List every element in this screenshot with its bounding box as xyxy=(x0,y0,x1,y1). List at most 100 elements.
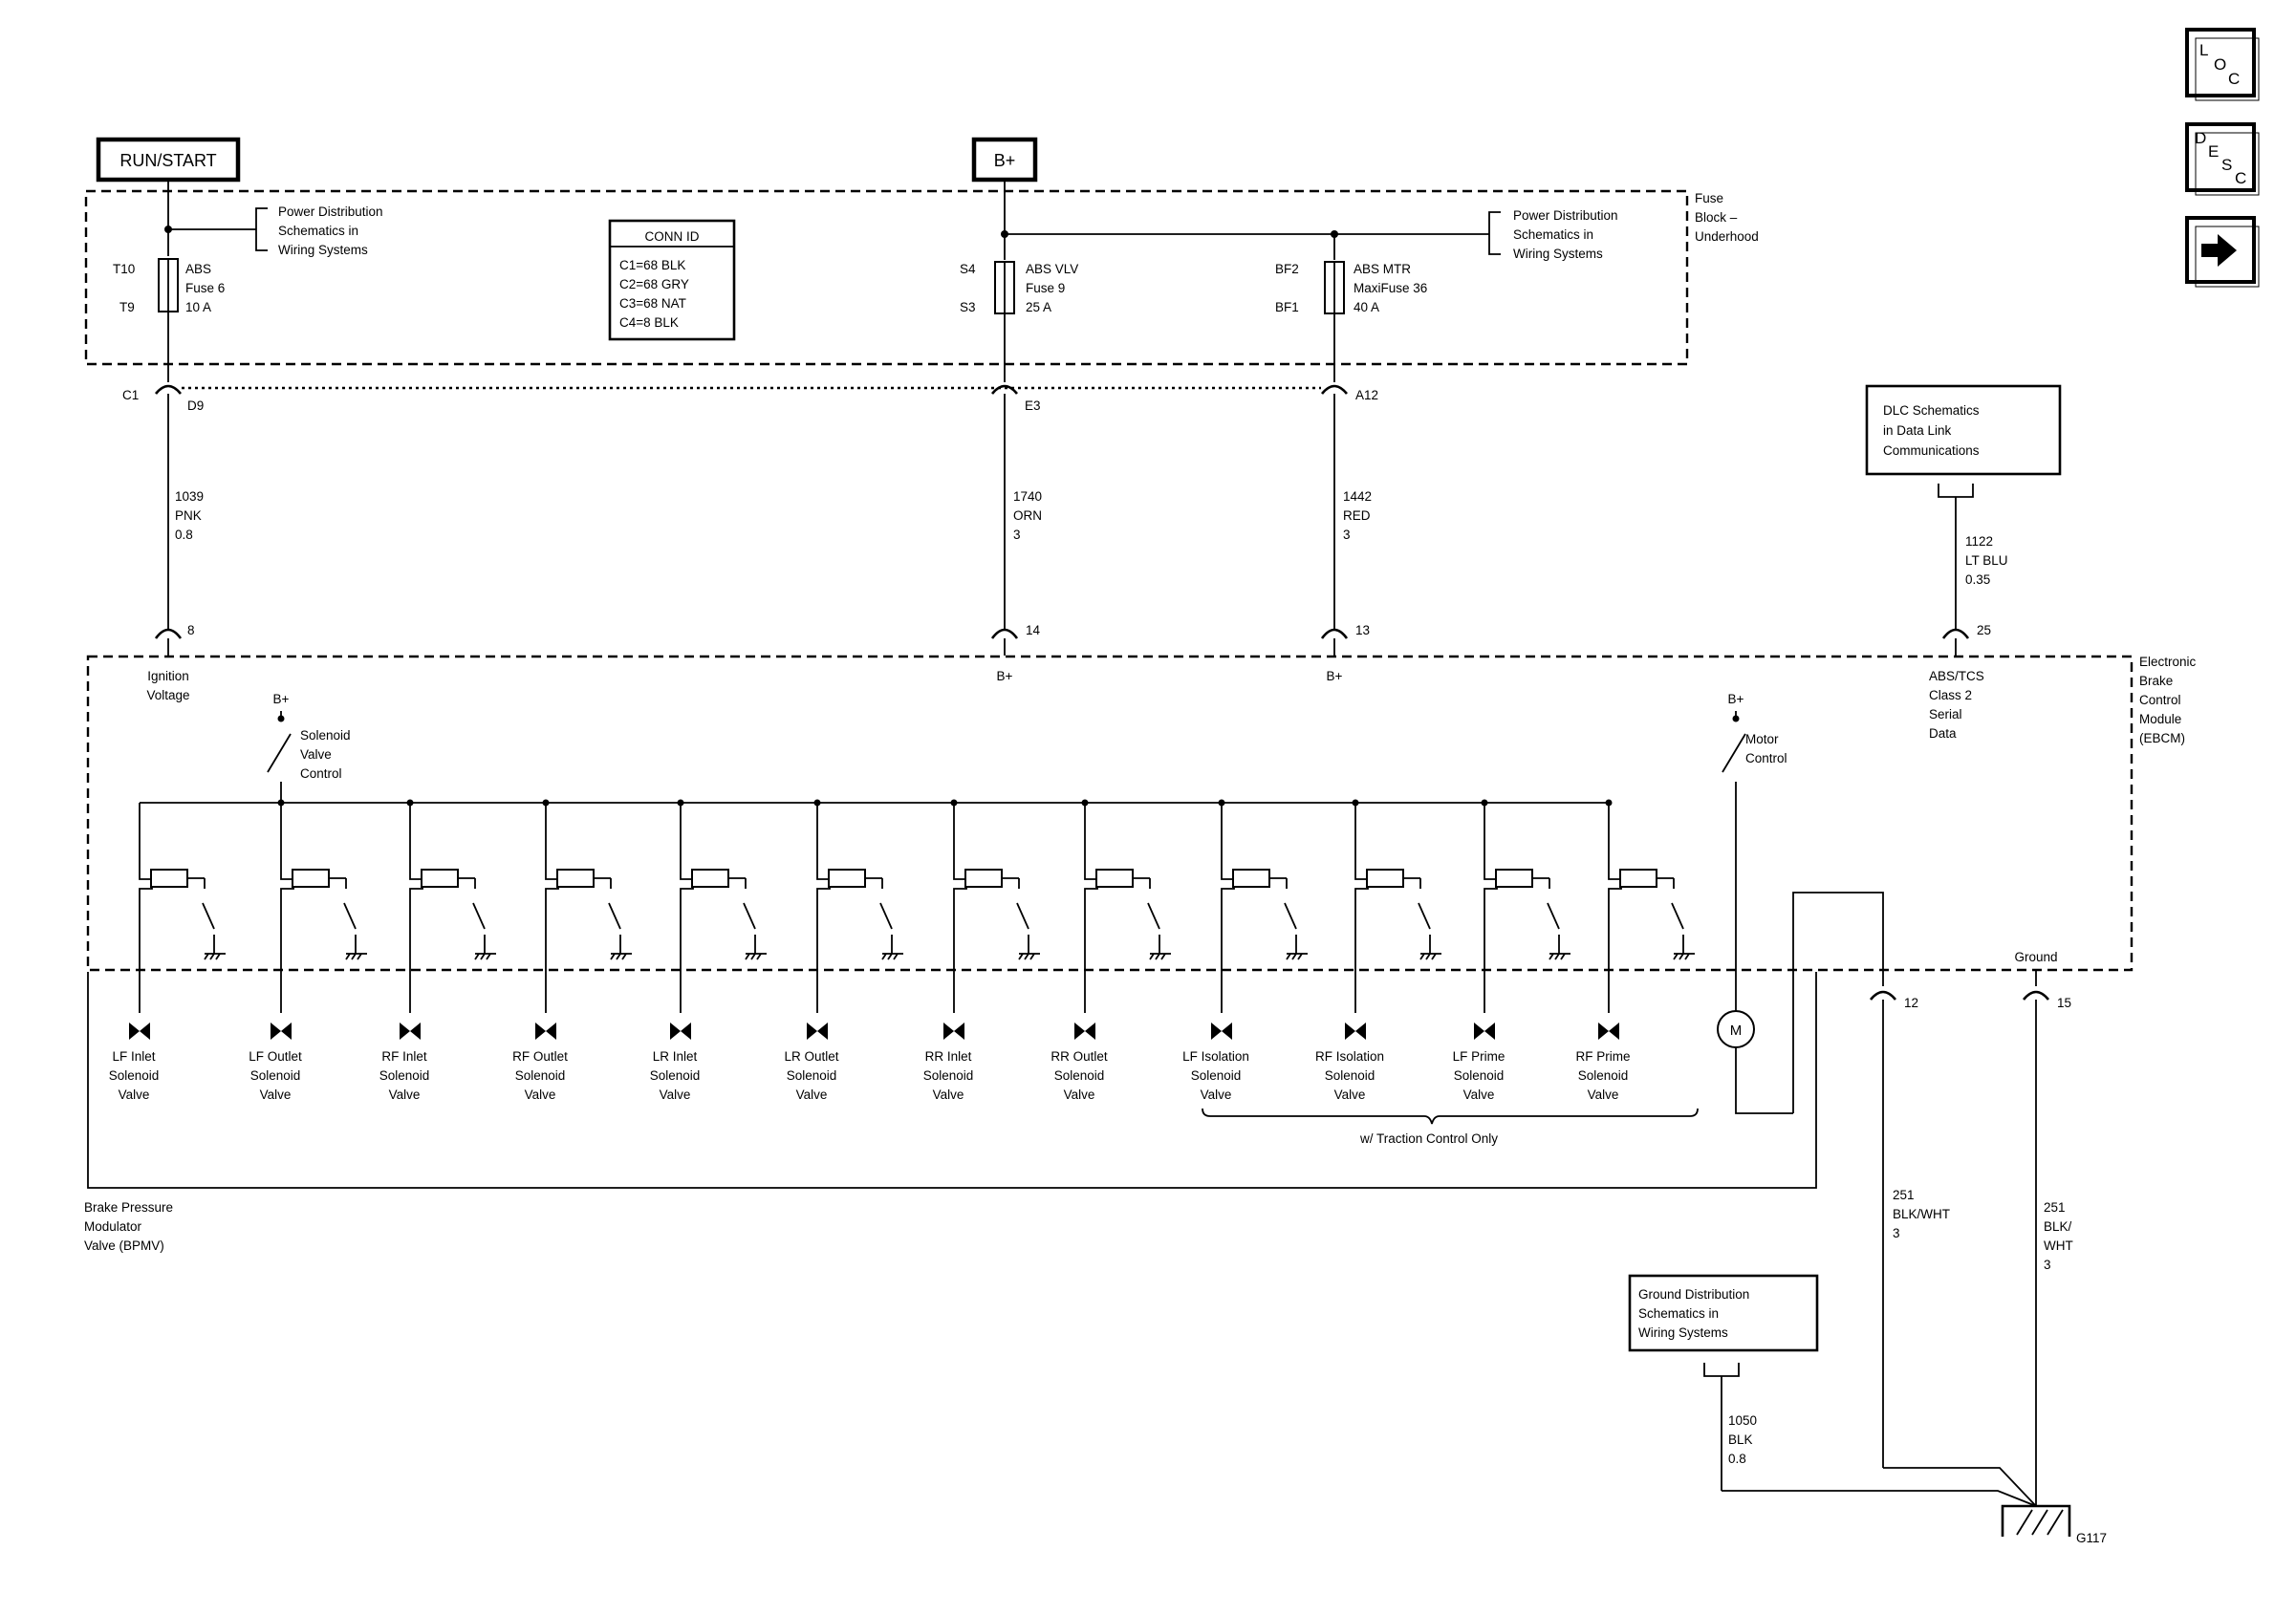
solenoid-driver xyxy=(1232,869,1270,888)
valve-label: LR Outlet xyxy=(784,1049,838,1064)
solenoid-valve-icon xyxy=(129,1023,150,1040)
ebcm-label-4: Module xyxy=(2139,712,2181,726)
valve-label: Valve xyxy=(525,1087,556,1102)
wire-1050-gauge: 0.8 xyxy=(1728,1452,1746,1466)
solenoid-driver xyxy=(292,869,330,888)
serial-data-4: Data xyxy=(1929,726,1957,741)
wire-251-a-color: BLK/WHT xyxy=(1893,1207,1950,1221)
pd-left-line-2: Schematics in xyxy=(278,224,358,238)
valve-label: Valve xyxy=(389,1087,421,1102)
fuse-abs-vlv-9: S4 S3 ABS VLV Fuse 9 25 A xyxy=(960,261,1078,314)
solenoid-driver xyxy=(556,869,595,888)
valve-label: Valve xyxy=(1334,1087,1366,1102)
fuse-abs-mtr-top: BF2 xyxy=(1275,262,1299,276)
solenoid-driver xyxy=(1095,869,1134,888)
conn-id-title: CONN ID xyxy=(645,229,700,244)
valve-label: Valve xyxy=(1064,1087,1095,1102)
valve-label: Solenoid xyxy=(1578,1068,1629,1083)
pin-13-label: 13 xyxy=(1355,623,1370,637)
dlc-line-3: Communications xyxy=(1883,443,1980,458)
pin-8-label: 8 xyxy=(187,623,195,637)
ebcm-ground-label: Ground xyxy=(2014,950,2057,964)
solenoid-valve-icon xyxy=(271,1023,292,1040)
valve-label: LF Isolation xyxy=(1182,1049,1249,1064)
solenoid-driver xyxy=(964,869,1003,888)
solenoid-valve-icon xyxy=(807,1023,828,1040)
connector-e3 xyxy=(990,384,1019,395)
driver-switch xyxy=(743,902,756,930)
pump-motor-letter: M xyxy=(1730,1023,1743,1039)
desc-letter-4: C xyxy=(2235,169,2246,187)
desc-button[interactable]: D E S C xyxy=(2185,122,2260,196)
connector-d9 xyxy=(154,384,183,395)
valve-label: Solenoid xyxy=(1325,1068,1375,1083)
connector-a12 xyxy=(1320,384,1349,395)
desc-letter-1: D xyxy=(2195,129,2206,147)
valve-label: LF Prime xyxy=(1453,1049,1505,1064)
pin-13-connector xyxy=(1320,628,1349,639)
valve-label: Valve xyxy=(1588,1087,1619,1102)
ground-box-line-3: Wiring Systems xyxy=(1638,1325,1728,1340)
fuse-abs-vlv-bottom: S3 xyxy=(960,300,976,314)
ebcm-label-5: (EBCM) xyxy=(2139,731,2185,745)
ground-g117-symbol: G117 xyxy=(2001,1504,2107,1545)
arrow-right-icon xyxy=(2201,234,2237,267)
connector-a12-label: A12 xyxy=(1355,388,1378,402)
wire-1039-color: PNK xyxy=(175,508,202,523)
driver-switch xyxy=(879,902,893,930)
valve-label: Solenoid xyxy=(923,1068,974,1083)
pin-14-connector xyxy=(990,628,1019,639)
loc-letter-2: O xyxy=(2214,55,2226,74)
valve-label: RF Outlet xyxy=(512,1049,568,1064)
pd-left-line-1: Power Distribution xyxy=(278,205,383,219)
solenoid-control-1: Solenoid xyxy=(300,728,351,743)
motor-control-switch xyxy=(1722,733,1746,773)
pd-right-line-2: Schematics in xyxy=(1513,227,1593,242)
solenoid-driver xyxy=(1495,869,1533,888)
pin-15-connector xyxy=(2022,990,2050,1001)
pin-14-label: 14 xyxy=(1026,623,1041,637)
solenoid-valve-icon xyxy=(400,1023,421,1040)
bplus-pin-14: B+ xyxy=(997,669,1013,683)
next-button[interactable] xyxy=(2185,216,2260,288)
traction-control-note: w/ Traction Control Only xyxy=(1359,1131,1498,1146)
wire-251-a-gauge: 3 xyxy=(1893,1226,1900,1240)
valve-label: Solenoid xyxy=(1454,1068,1505,1083)
solenoid-control-switch xyxy=(267,733,292,773)
solenoid-valve-icon xyxy=(1598,1023,1619,1040)
driver-switch xyxy=(1284,902,1297,930)
pin-15-label: 15 xyxy=(2057,996,2071,1010)
serial-data-3: Serial xyxy=(1929,707,1962,721)
fuse-block-label-1: Fuse xyxy=(1695,191,1723,205)
wire-1039-number: 1039 xyxy=(175,489,204,504)
ground-g117-label: G117 xyxy=(2076,1531,2107,1545)
pd-right-line-1: Power Distribution xyxy=(1513,208,1618,223)
fuse-abs-6-bottom: T9 xyxy=(119,300,135,314)
wire-251-b-color-1: BLK/ xyxy=(2044,1219,2072,1234)
connector-c1-label: C1 xyxy=(122,388,139,402)
wire-1039-gauge: 0.8 xyxy=(175,528,193,542)
serial-data-2: Class 2 xyxy=(1929,688,1972,702)
valve-label: Valve xyxy=(1201,1087,1232,1102)
valve-label: Valve xyxy=(119,1087,150,1102)
valve-label: LF Inlet xyxy=(112,1049,155,1064)
valve-label: Solenoid xyxy=(515,1068,566,1083)
valve-label: RF Isolation xyxy=(1315,1049,1384,1064)
solenoid-valve-icon xyxy=(1074,1023,1095,1040)
fuse-abs-vlv-top: S4 xyxy=(960,262,976,276)
fuse-abs-mtr-id: MaxiFuse 36 xyxy=(1354,281,1427,295)
loc-button[interactable]: L O C xyxy=(2185,28,2260,101)
wire-1740-color: ORN xyxy=(1013,508,1042,523)
ebcm-outline xyxy=(86,655,2134,972)
serial-data-1: ABS/TCS xyxy=(1929,669,1984,683)
fuse-abs-6-name: ABS xyxy=(185,262,211,276)
pump-motor-loop xyxy=(1792,892,1884,1113)
